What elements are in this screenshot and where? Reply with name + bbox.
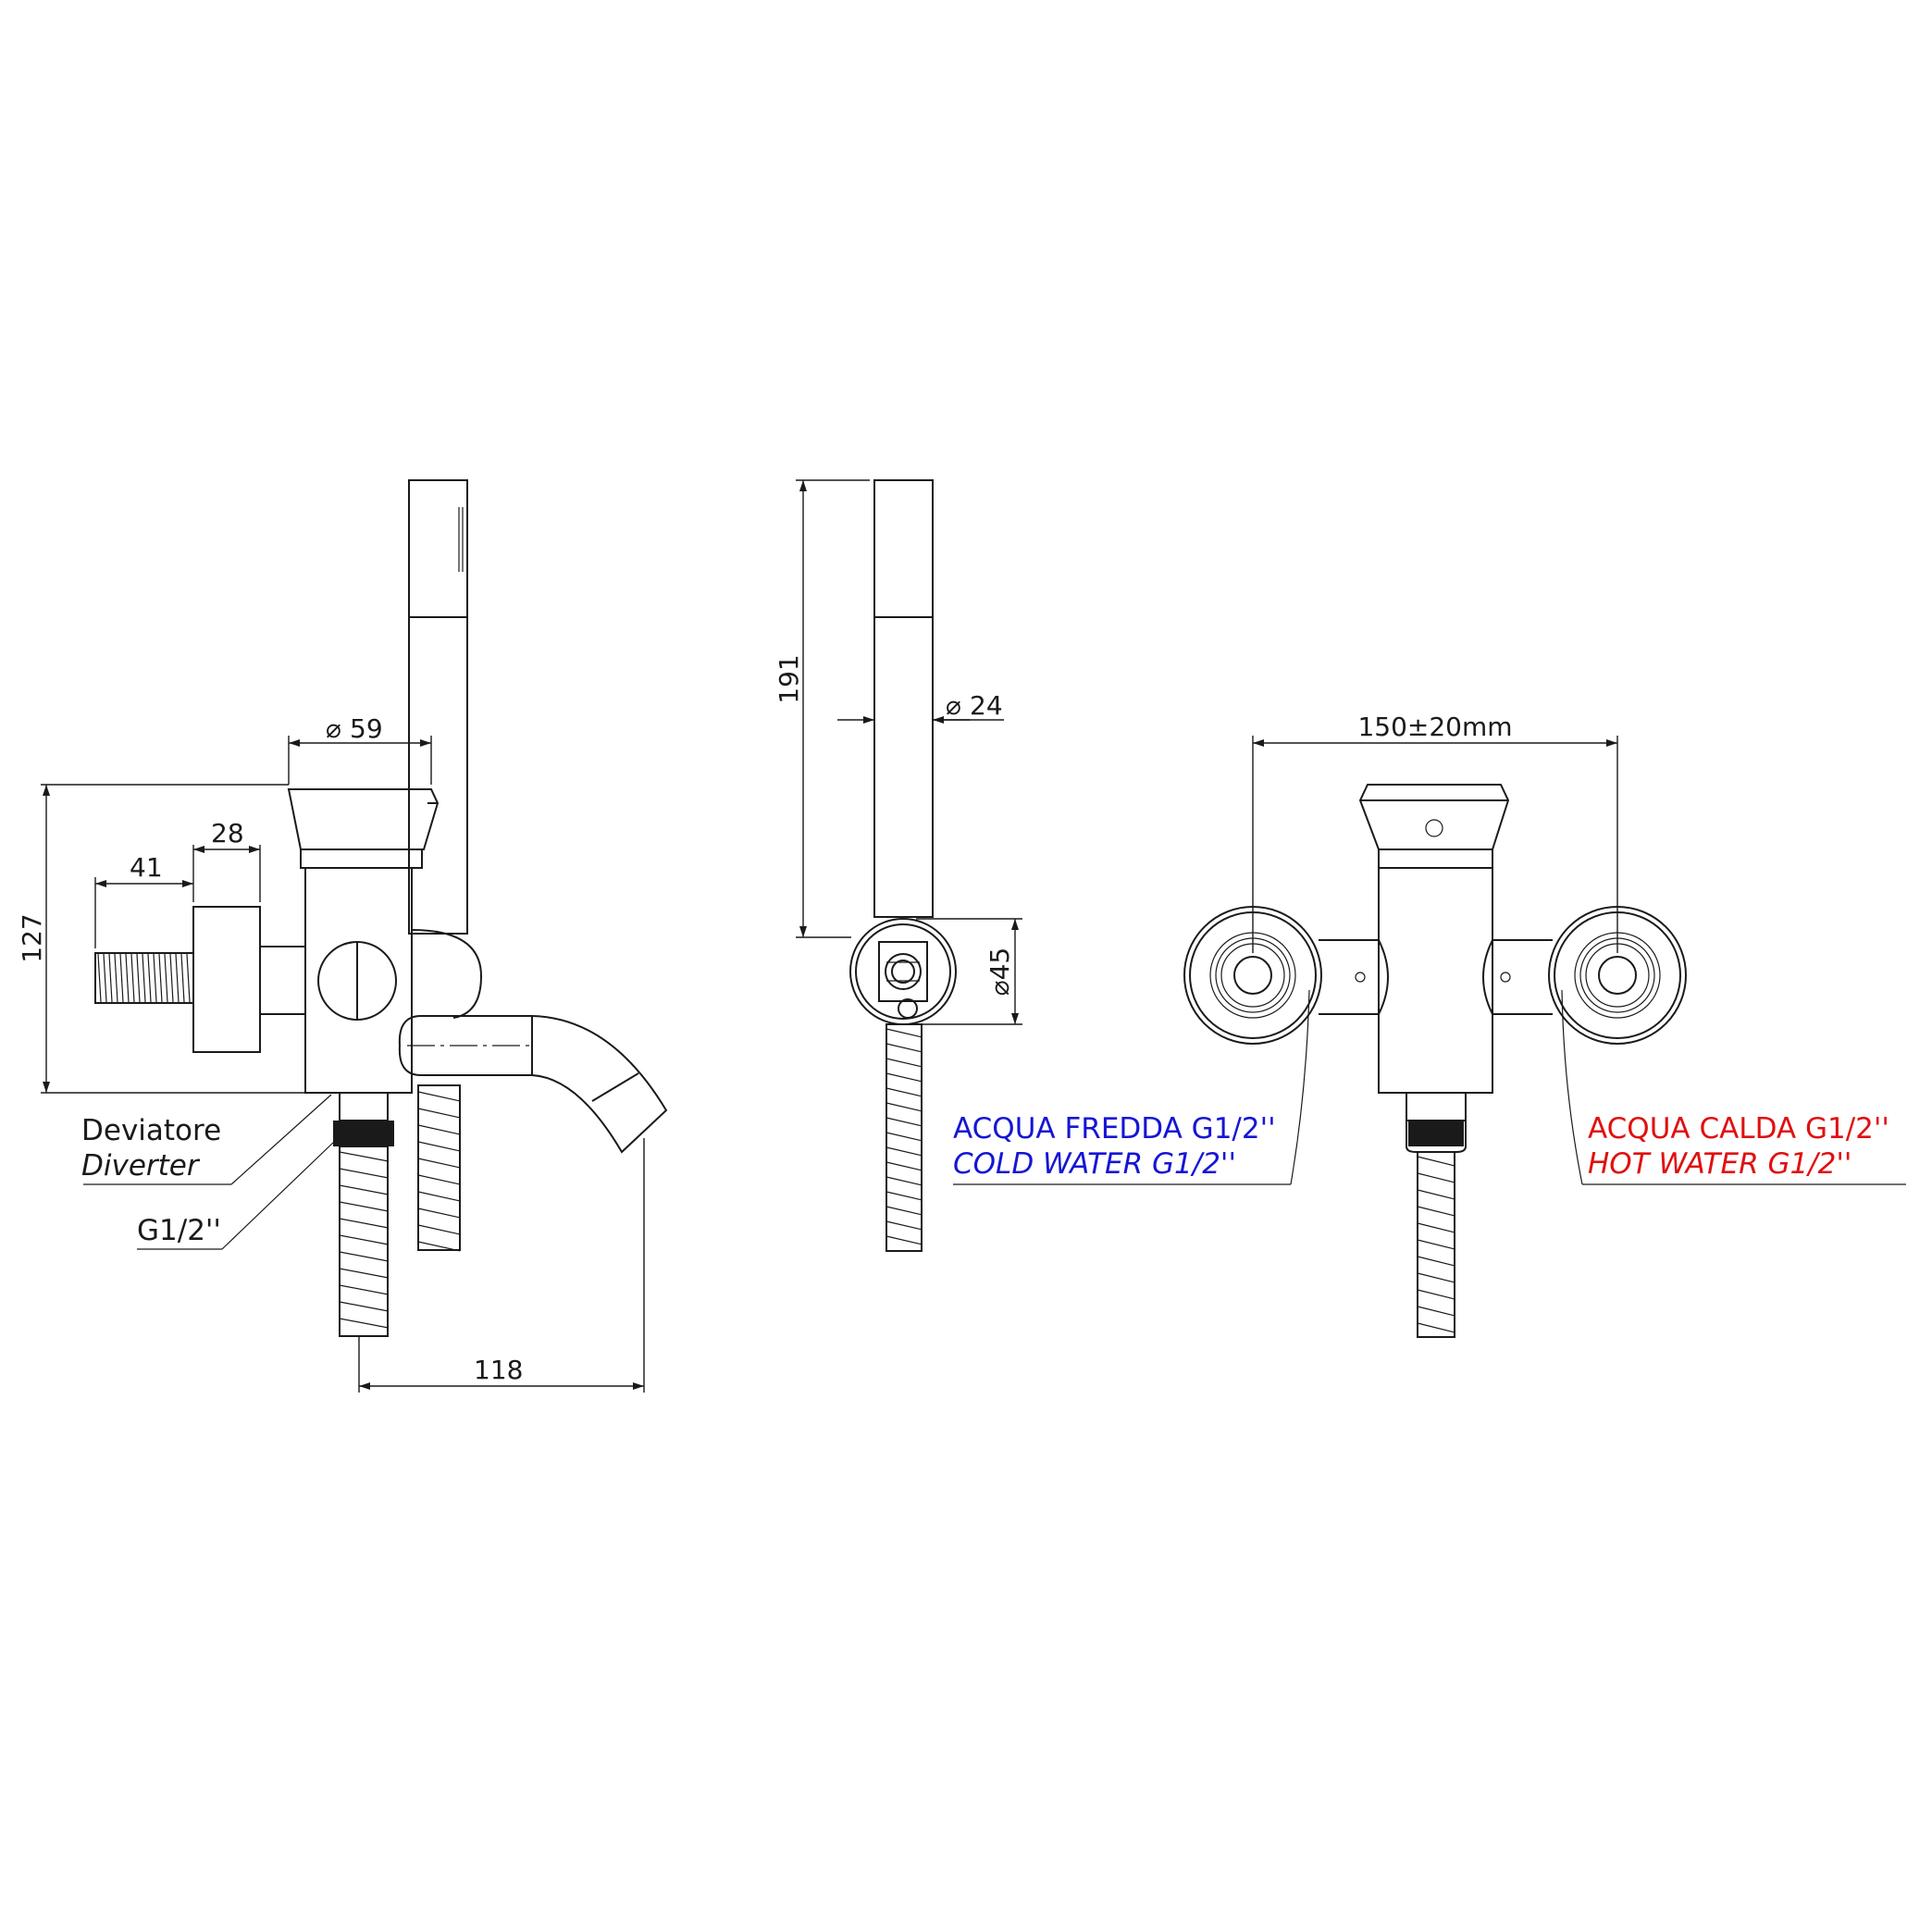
dim-41-label: 41 bbox=[130, 852, 163, 883]
wall-view: 150±20mm ACQUA FREDDA G1/2'' COLD WATER … bbox=[953, 712, 1906, 1338]
label-hot-it: ACQUA CALDA G1/2'' bbox=[1588, 1112, 1889, 1146]
dim-spacing: 150±20mm bbox=[1252, 712, 1618, 953]
mixer-handle bbox=[287, 788, 440, 869]
leader-diverter: Deviatore Diverter bbox=[81, 1094, 332, 1185]
dim-diameter-45-label: ⌀45 bbox=[985, 947, 1015, 997]
hose-coil bbox=[339, 1151, 389, 1329]
dim-diameter-24: ⌀ 24 bbox=[837, 690, 1004, 724]
dim-diameter-45-value: 45 bbox=[985, 947, 1015, 981]
label-diverter-it: Deviatore bbox=[81, 1114, 221, 1147]
leader-hot-water: ACQUA CALDA G1/2'' HOT WATER G1/2'' bbox=[1561, 989, 1906, 1185]
label-cold-it: ACQUA FREDDA G1/2'' bbox=[953, 1112, 1276, 1146]
hose-coil bbox=[1417, 1156, 1455, 1333]
dim-41: 41 bbox=[94, 852, 193, 948]
bath-spout bbox=[398, 1015, 668, 1154]
label-cold-en: COLD WATER G1/2'' bbox=[953, 1147, 1236, 1181]
front-view: 191 ⌀ 24 ⌀45 bbox=[774, 479, 1022, 1252]
dim-28-label: 28 bbox=[211, 818, 244, 848]
dim-diameter-59-symbol: ⌀ bbox=[326, 713, 341, 744]
side-view: ⌀ 59 28 41 127 118 bbox=[17, 479, 668, 1393]
hose-coil bbox=[886, 1028, 923, 1245]
inlet-thread bbox=[97, 953, 191, 1003]
dim-127: 127 bbox=[17, 784, 305, 1094]
hose-connection bbox=[333, 1084, 461, 1337]
dim-diameter-24-label: 24 bbox=[970, 690, 1003, 721]
dim-118-label: 118 bbox=[474, 1355, 523, 1385]
dim-diameter-45-symbol: ⌀ bbox=[985, 980, 1015, 996]
hand-shower bbox=[408, 479, 468, 935]
dim-diameter-59-label: 59 bbox=[350, 713, 383, 744]
dim-diameter-24-symbol: ⌀ bbox=[946, 690, 961, 721]
dim-diameter-59: ⌀ 59 bbox=[288, 713, 432, 785]
dim-191: 191 bbox=[774, 479, 870, 938]
leader-cold-water: ACQUA FREDDA G1/2'' COLD WATER G1/2'' bbox=[953, 989, 1310, 1185]
label-diverter-en: Diverter bbox=[81, 1149, 201, 1183]
leader-inlet: G1/2'' bbox=[137, 1140, 336, 1250]
hose-coil bbox=[417, 1091, 461, 1252]
mixer-body bbox=[94, 867, 483, 1094]
dim-diameter-45: ⌀45 bbox=[916, 918, 1022, 1025]
dim-191-label: 191 bbox=[774, 654, 804, 703]
dim-28: 28 bbox=[192, 818, 261, 902]
label-inlet: G1/2'' bbox=[137, 1214, 221, 1247]
label-hot-en: HOT WATER G1/2'' bbox=[1588, 1147, 1852, 1181]
dim-118: 118 bbox=[358, 1138, 645, 1393]
dim-127-label: 127 bbox=[17, 913, 47, 962]
dim-spacing-label: 150±20mm bbox=[1357, 712, 1512, 742]
